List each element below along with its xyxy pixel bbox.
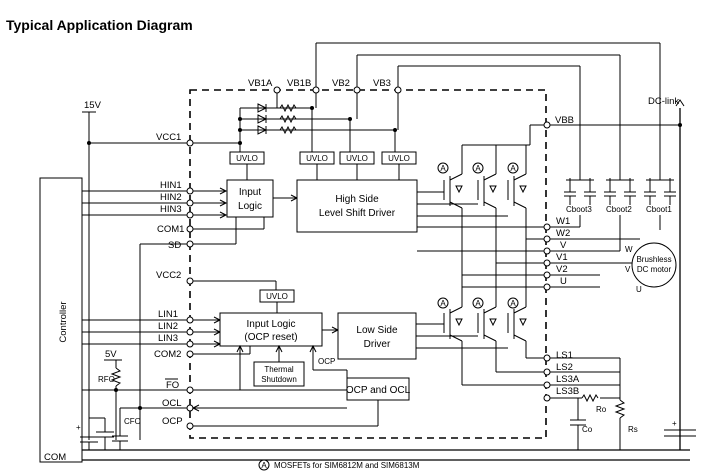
pin-com2: COM2: [154, 349, 181, 360]
rfo-label: RFO: [98, 375, 115, 384]
motor-v-label: V: [625, 265, 631, 274]
pin-com1: COM1: [157, 224, 184, 235]
ls-input-logic-block: [219, 312, 323, 347]
input-logic-label-1: Input: [239, 187, 261, 198]
cboot2-label: Cboot2: [606, 205, 632, 214]
pin-ls2: LS2: [556, 362, 573, 373]
pin-vb1a: VB1A: [248, 78, 273, 89]
input-logic-label-2: Logic: [238, 201, 262, 212]
ls-mosfet-w: [507, 306, 527, 342]
v15-label: 15V: [84, 100, 102, 111]
pin-v: V: [560, 240, 567, 251]
svg-text:A: A: [475, 299, 481, 308]
pin-lin3: LIN3: [158, 333, 178, 344]
pin-lin2: LIN2: [158, 321, 178, 332]
ocp-ocl-block: [346, 377, 410, 401]
uvlo-vcc2-label: UVLO: [266, 292, 288, 301]
ocp-ocl-label: OCP and OCL: [346, 385, 411, 396]
footnote-text: MOSFETs for SIM6812M and SIM6813M: [274, 461, 420, 470]
uvlo-w-label: UVLO: [388, 154, 410, 163]
hs-mosfet-u: [443, 173, 463, 209]
svg-text:+: +: [76, 423, 81, 432]
pin-u: U: [560, 276, 567, 287]
ls-mosfet-u: [443, 306, 463, 342]
cboot1-label: Cboot1: [646, 205, 672, 214]
pin-com: COM: [44, 452, 66, 463]
mosfet-marker-icon: A A A: [437, 162, 519, 174]
svg-text:A: A: [475, 164, 481, 173]
ocp-signal-label: OCP: [318, 357, 335, 366]
pin-vbb: VBB: [555, 115, 574, 126]
mosfet-marker-icon-ls: A A A: [437, 297, 519, 309]
pin-sd: SD: [168, 240, 181, 251]
pin-ocl: OCL: [162, 398, 182, 409]
thermal-shutdown-block: [253, 361, 305, 387]
hs-mosfet-v: [477, 173, 497, 209]
pin-vb3: VB3: [373, 78, 391, 89]
svg-text:A: A: [510, 299, 516, 308]
ls-driver-label-1: Low Side: [356, 325, 398, 336]
svg-text:A: A: [510, 164, 516, 173]
high-side-driver-block: [296, 179, 418, 233]
low-side-driver-block: [337, 312, 417, 360]
motor-label-2: DC motor: [637, 265, 672, 274]
thermal-label-1: Thermal: [264, 365, 294, 374]
ls-input-logic-label-1: Input Logic: [247, 319, 296, 330]
hs-driver-label-1: High Side: [335, 194, 379, 205]
pin-hin2: HIN2: [160, 192, 182, 203]
controller-box: [39, 177, 83, 463]
pin-w2: W2: [556, 228, 570, 239]
input-logic-block: [226, 179, 274, 218]
hs-mosfet-w: [507, 173, 527, 209]
thermal-label-2: Shutdown: [261, 375, 297, 384]
pin-hin3: HIN3: [160, 204, 182, 215]
diagram-title: Typical Application Diagram: [6, 17, 193, 33]
svg-text:A: A: [440, 299, 446, 308]
pin-fo: FO: [166, 380, 179, 391]
svg-text:A: A: [440, 164, 446, 173]
uvlo-vcc1-label: UVLO: [236, 154, 258, 163]
pin-ocp: OCP: [162, 416, 183, 427]
pin-vcc2: VCC2: [156, 270, 181, 281]
svg-text:+: +: [672, 419, 677, 428]
pin-vb2: VB2: [332, 78, 350, 89]
ls-input-logic-label-2: (OCP reset): [244, 332, 297, 343]
ro-label: Ro: [596, 405, 607, 414]
cfo-label: CFO: [124, 417, 141, 426]
motor-label-1: Brushless: [636, 255, 671, 264]
controller-label: Controller: [58, 301, 69, 342]
pin-v2: V2: [556, 264, 568, 275]
pin-v1: V1: [556, 252, 568, 263]
ls-mosfet-v: [477, 306, 497, 342]
hs-driver-label-2: Level Shift Driver: [319, 208, 396, 219]
footnote-marker-icon: [258, 459, 270, 471]
pin-hin1: HIN1: [160, 180, 182, 191]
pin-vb1b: VB1B: [287, 78, 311, 89]
ls-driver-label-2: Driver: [364, 339, 391, 350]
pin-lin1: LIN1: [158, 309, 178, 320]
brushless-motor: [631, 242, 677, 288]
co-label: Co: [582, 425, 593, 434]
uvlo-v-label: UVLO: [346, 154, 368, 163]
motor-w-label: W: [625, 245, 633, 254]
uvlo-u-label: UVLO: [306, 154, 328, 163]
cboot3-label: Cboot3: [566, 205, 592, 214]
dc-link-label: DC-link: [648, 96, 679, 107]
pin-vcc1: VCC1: [156, 132, 181, 143]
v5-label: 5V: [105, 349, 117, 360]
rs-label: Rs: [628, 425, 638, 434]
pin-ls1: LS1: [556, 350, 573, 361]
motor-u-label: U: [636, 285, 642, 294]
pin-ls3a: LS3A: [556, 374, 580, 385]
pin-ls3b: LS3B: [556, 386, 579, 397]
footnote-marker-text: A: [261, 461, 267, 470]
pin-w1: W1: [556, 216, 570, 227]
